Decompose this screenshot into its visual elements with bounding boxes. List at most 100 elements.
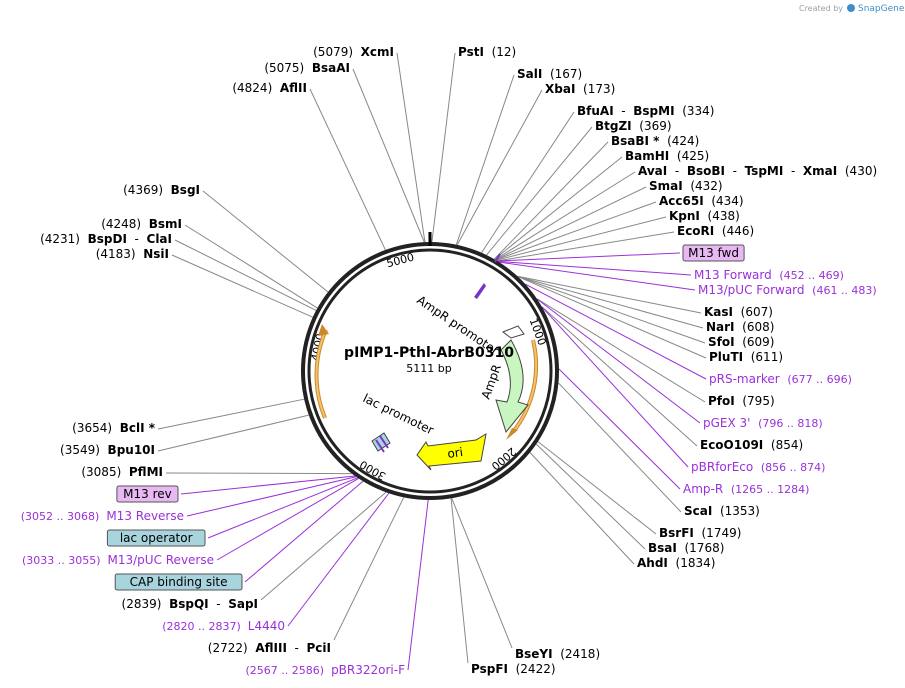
primer-label-m13forward[interactable]: M13 Forward (452 .. 469) — [694, 268, 844, 282]
site-avai-part-5: - — [783, 164, 803, 178]
leader-line-bsmi — [184, 224, 318, 309]
site-label-avai[interactable]: AvaI - BsoBI - TspMI - XmaI (430) — [638, 164, 877, 178]
site-pspfi-part-1: (2422) — [508, 662, 556, 676]
leader-line-xcm — [396, 52, 426, 243]
feature-label-m13fwd_box[interactable]: M13 fwd — [688, 246, 739, 260]
primer-label-prsmarker[interactable]: pRS-marker (677 .. 696) — [709, 372, 852, 386]
lac-promoter-box — [371, 432, 391, 452]
site-label-pspfi[interactable]: PspFI (2422) — [471, 662, 556, 676]
leader-line-kpni — [496, 216, 667, 261]
site-label-bsgi[interactable]: (4369) BsgI — [123, 183, 200, 197]
site-xcm-part-0: (5079) — [313, 45, 361, 59]
primer-label-ampr_primer[interactable]: Amp-R (1265 .. 1284) — [683, 482, 809, 496]
primer-l4440-range: (2820 .. 2837) — [162, 620, 248, 633]
site-label-bspdi[interactable]: (4231) BspDI - ClaI — [40, 232, 172, 246]
leader-line-ecori — [497, 231, 675, 262]
site-label-pluti[interactable]: PluTI (611) — [709, 350, 783, 364]
orf-arc-left-inner — [315, 329, 327, 419]
primer-line-prsmarker — [525, 283, 707, 380]
primer-label-m13reverse[interactable]: (3052 .. 3068) M13 Reverse — [21, 509, 184, 523]
primer-label-pgex3[interactable]: pGEX 3' (796 .. 818) — [703, 416, 823, 430]
site-label-bsaai[interactable]: (5075) BsaAI — [264, 61, 350, 75]
site-label-bfuai[interactable]: BfuAI - BspMI (334) — [577, 104, 714, 118]
site-bsabi-part-1: (424) — [659, 134, 699, 148]
leader-line-bspqi — [260, 491, 387, 601]
primer-label-l4440[interactable]: (2820 .. 2837) L4440 — [162, 619, 285, 633]
site-label-sfoi[interactable]: SfoI (609) — [708, 335, 774, 349]
site-label-afliiii[interactable]: (2722) AflIII - PciI — [208, 641, 331, 655]
site-sfoi-part-0: SfoI — [708, 335, 735, 349]
primer-line-pbrforeco — [541, 306, 689, 468]
site-label-pflmi[interactable]: (3085) PflMI — [81, 465, 163, 479]
site-label-sali[interactable]: SalI (167) — [517, 67, 582, 81]
site-ecori-part-1: (446) — [714, 224, 754, 238]
primer-m13pucforward-name: M13/pUC Forward — [698, 283, 812, 297]
feature-label-cap_box[interactable]: CAP binding site — [130, 575, 228, 589]
primer-label-m13pucreverse[interactable]: (3033 .. 3055) M13/pUC Reverse — [22, 553, 214, 567]
site-bsmi-part-0: (4248) — [101, 217, 149, 231]
ori-label: ori — [446, 445, 463, 461]
site-nari-part-1: (608) — [735, 320, 775, 334]
site-bsmi-part-1: BsmI — [149, 217, 182, 231]
site-label-btgzi[interactable]: BtgZI (369) — [595, 119, 672, 133]
site-label-bsai[interactable]: BsaI (1768) — [648, 541, 724, 555]
primer-label-m13pucforward[interactable]: M13/pUC Forward (461 .. 483) — [698, 283, 877, 297]
primer-prsmarker-name: pRS-marker — [709, 372, 787, 386]
restriction-sites: PstI (12) (5079) XcmI (5075) BsaAI (4824) A… — [40, 45, 877, 676]
site-label-xcm[interactable]: (5079) XcmI — [313, 45, 394, 59]
site-bspqi-part-2: - — [209, 597, 229, 611]
feature-label-m13rev_box[interactable]: M13 rev — [123, 487, 172, 501]
leader-line-pluti — [517, 276, 707, 359]
primer-line-m13pucreverse — [216, 477, 359, 561]
primer-line-l4440 — [287, 492, 390, 627]
leader-line-bseyi — [451, 497, 513, 649]
site-label-bpu10i[interactable]: (3549) Bpu10I — [60, 443, 155, 457]
site-label-xbai[interactable]: XbaI (173) — [545, 82, 615, 96]
orf-arc-right-inner — [512, 339, 538, 433]
site-smai-part-0: SmaI — [649, 179, 683, 193]
leader-line-bsaai — [352, 68, 425, 243]
site-xbai-part-1: (173) — [575, 82, 615, 96]
site-pluti-part-0: PluTI — [709, 350, 743, 364]
primer-pgex3-range: (796 .. 818) — [758, 417, 823, 430]
site-label-kasi[interactable]: KasI (607) — [704, 305, 773, 319]
feature-box-cap_box — [114, 573, 243, 591]
site-btgzi-part-1: (369) — [632, 119, 672, 133]
site-btgzi-part-0: BtgZI — [595, 119, 632, 133]
site-label-smai[interactable]: SmaI (432) — [649, 179, 723, 193]
site-label-nari[interactable]: NarI (608) — [706, 320, 774, 334]
primer-m13forward-range: (452 .. 469) — [779, 269, 844, 282]
site-label-bsmi[interactable]: (4248) BsmI — [101, 217, 182, 231]
features — [371, 253, 529, 471]
leader-line-kasi — [517, 275, 702, 314]
site-label-ecori[interactable]: EcoRI (446) — [677, 224, 754, 238]
site-bsrfi-part-0: BsrFI — [659, 526, 694, 540]
feature-label-lacop_box[interactable]: lac operator — [120, 531, 193, 545]
site-label-ahdi[interactable]: AhdI (1834) — [637, 556, 715, 570]
site-label-bsrfi[interactable]: BsrFI (1749) — [659, 526, 741, 540]
site-label-bamhi[interactable]: BamHI (425) — [625, 149, 709, 163]
primer-m13reverse-name: M13 Reverse — [106, 509, 184, 523]
site-label-bseyi[interactable]: BseYI (2418) — [515, 647, 600, 661]
orf-arcs — [314, 324, 539, 440]
site-label-pst[interactable]: PstI (12) — [458, 45, 516, 59]
m13-fwd-tick — [494, 253, 501, 263]
primer-label-pbrforeco[interactable]: pBRforEco (856 .. 874) — [691, 460, 825, 474]
site-label-bsabi[interactable]: BsaBI * (424) — [611, 134, 699, 148]
site-label-pfoi[interactable]: PfoI (795) — [708, 394, 775, 408]
primer-line-m13pucforward — [499, 261, 696, 291]
site-pflmi-part-1: PflMI — [129, 465, 163, 479]
primer-label-pbr322orif[interactable]: (2567 .. 2586) pBR322ori-F — [246, 663, 406, 677]
site-label-acc65i[interactable]: Acc65I (434) — [659, 194, 744, 208]
site-label-bcli[interactable]: (3654) BclI * — [72, 421, 156, 435]
leader-line-bcli — [157, 398, 305, 430]
site-label-bspqi[interactable]: (2839) BspQI - SapI — [122, 597, 258, 611]
site-label-ecoo109i[interactable]: EcoO109I (854) — [700, 438, 803, 452]
site-label-kpni[interactable]: KpnI (438) — [669, 209, 740, 223]
primer-pbr322orif-range: (2567 .. 2586) — [246, 664, 332, 677]
site-ecoo109i-part-0: EcoO109I — [700, 438, 763, 452]
site-label-afliii[interactable]: (4824) AflII — [232, 81, 307, 95]
site-label-nsii[interactable]: (4183) NsiI — [96, 247, 169, 261]
site-label-scai[interactable]: ScaI (1353) — [684, 504, 760, 518]
